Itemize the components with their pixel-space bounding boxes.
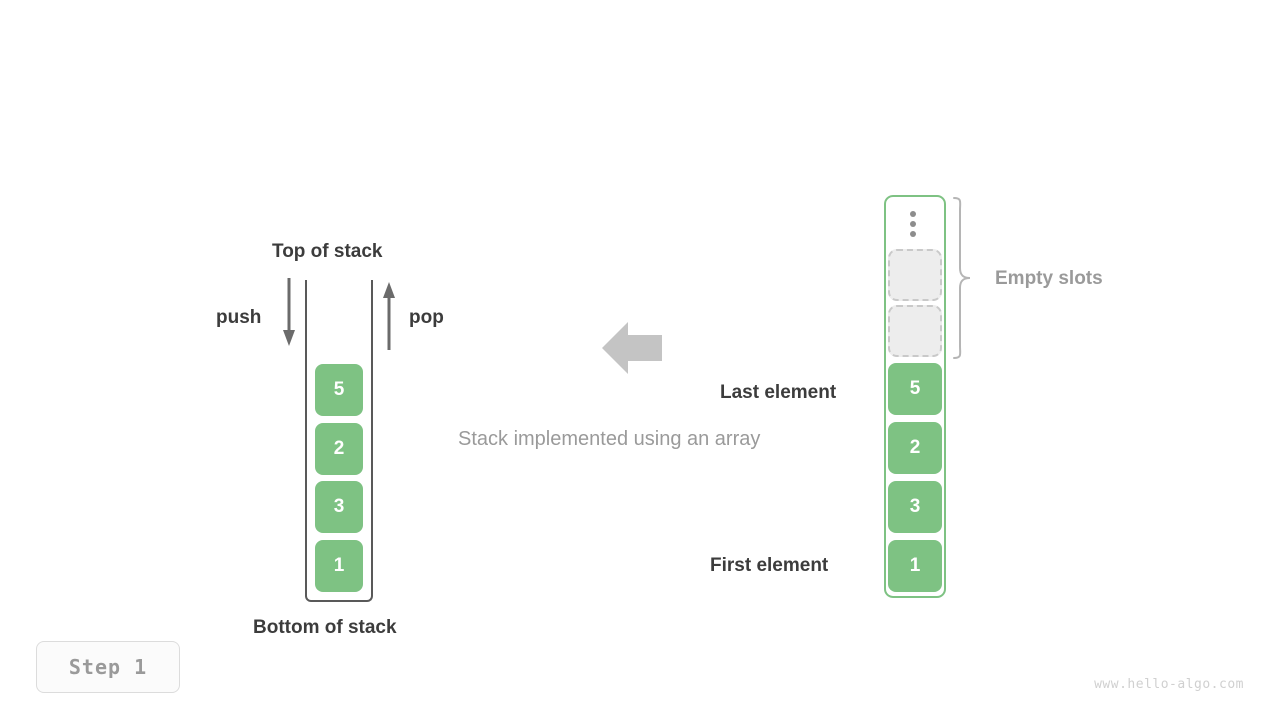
stack-cell[interactable]: 1	[315, 540, 363, 592]
array-cell[interactable]: 1	[888, 540, 942, 592]
bottom-of-stack-label: Bottom of stack	[253, 617, 397, 638]
stack-cell[interactable]: 5	[315, 364, 363, 416]
diagram-caption: Stack implemented using an array	[458, 428, 761, 450]
left-arrow-icon	[602, 322, 662, 374]
curly-brace-icon	[953, 197, 971, 359]
first-element-label: First element	[710, 555, 829, 576]
top-of-stack-label: Top of stack	[272, 241, 383, 262]
array-empty-slot[interactable]	[888, 305, 942, 357]
stack-container	[305, 280, 373, 602]
push-label: push	[216, 307, 262, 328]
pop-label: pop	[409, 307, 444, 328]
stack-cell[interactable]: 2	[315, 423, 363, 475]
arrow-down-icon	[283, 278, 295, 346]
step-badge-label: Step 1	[68, 655, 148, 679]
step-badge: Step 1	[36, 641, 180, 693]
empty-slots-label: Empty slots	[995, 268, 1103, 289]
watermark: www.hello-algo.com	[1094, 677, 1244, 692]
array-cell[interactable]: 2	[888, 422, 942, 474]
array-cell[interactable]: 5	[888, 363, 942, 415]
array-empty-slot[interactable]	[888, 249, 942, 301]
vertical-ellipsis-icon	[909, 211, 917, 237]
arrow-up-icon	[383, 282, 395, 350]
array-cell[interactable]: 3	[888, 481, 942, 533]
stack-cell[interactable]: 3	[315, 481, 363, 533]
last-element-label: Last element	[720, 382, 837, 403]
